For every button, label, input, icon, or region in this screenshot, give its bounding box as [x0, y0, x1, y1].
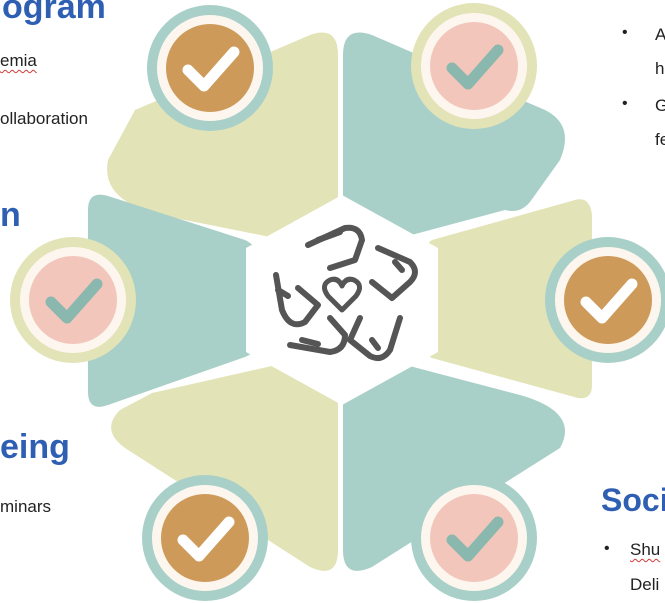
badge-bottom-left: [142, 475, 268, 601]
left-line-2: ollaboration: [0, 109, 88, 128]
heading-social: Soci: [601, 482, 665, 518]
badge-left: [10, 237, 136, 363]
right-bullet-1-line-2: h: [655, 59, 665, 78]
badge-top-left: [147, 5, 273, 131]
panel-bottom-left: [111, 353, 338, 571]
bullet-marker: •: [622, 95, 628, 112]
panel-right: [423, 199, 592, 399]
badge-bottom-right: [411, 475, 537, 601]
right-bullet-2-line-1: G: [655, 96, 665, 115]
hands-together-heart-icon: [273, 224, 418, 361]
checkmark-icon: [182, 46, 240, 92]
heading-program: ogram: [2, 0, 106, 26]
right-bullet-3-line-2: Deli: [630, 575, 660, 594]
badge-right: [545, 237, 665, 363]
panel-bottom-right: [343, 351, 565, 571]
heading-wellbeing: eing: [0, 428, 70, 466]
hexagon-panels: [88, 32, 592, 571]
panel-top-left: [107, 32, 338, 248]
badge-top-right: [411, 3, 537, 129]
right-bullet-3-line-1: Shu: [630, 540, 661, 559]
checkmark-icon: [580, 278, 638, 324]
bullet-marker: •: [604, 540, 610, 557]
panel-left: [88, 194, 258, 407]
checkmark-icon: [446, 516, 504, 562]
left-line-3: minars: [0, 497, 52, 516]
heading-middle: n: [0, 196, 21, 234]
checkmark-icon: [177, 516, 235, 562]
checkmark-icon: [45, 278, 103, 324]
checkmark-icon: [446, 44, 504, 90]
panel-top-right: [343, 32, 565, 251]
right-bullet-1-line-1: A: [655, 25, 665, 44]
right-bullet-2-line-2: fe: [655, 130, 665, 149]
bullet-marker: •: [622, 24, 628, 41]
left-line-1: emia: [0, 51, 37, 70]
